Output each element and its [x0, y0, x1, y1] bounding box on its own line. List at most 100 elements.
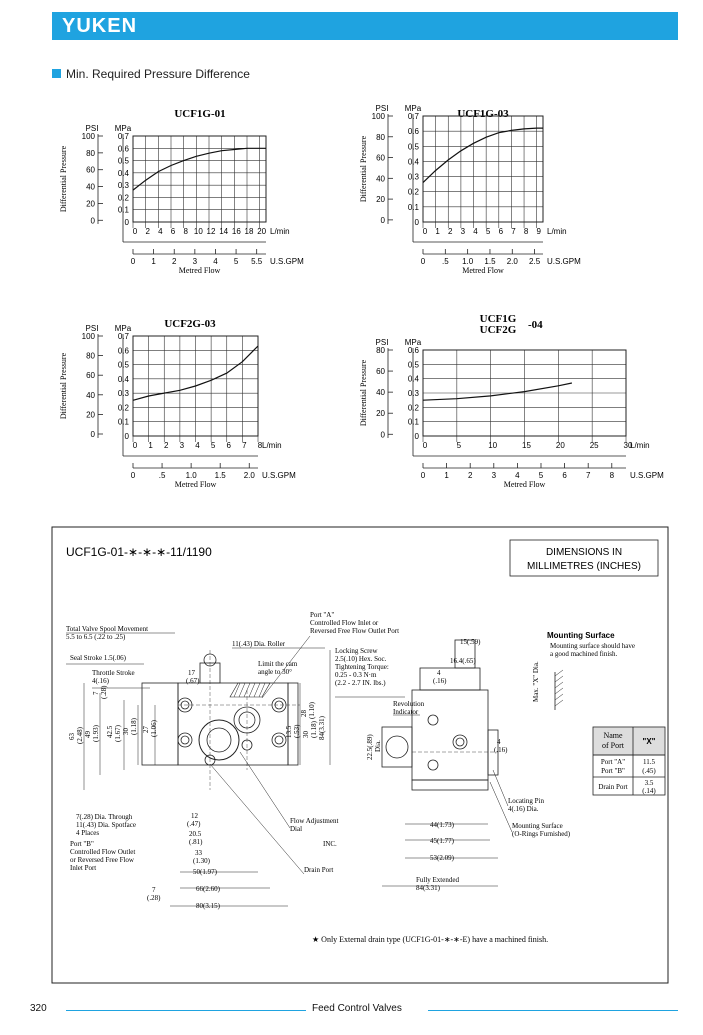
psi-tick-label: 80: [86, 149, 95, 158]
locking-screw-label: 0.25 - 0.3 N·m: [335, 671, 377, 679]
mpa-tick-label: 0.2: [118, 193, 130, 202]
mpa-tick-label: 0.6: [118, 346, 130, 355]
gpm-tick-label: 2.5: [529, 257, 541, 266]
throttle-stroke-label: Throttle Stroke: [92, 669, 135, 677]
lmin-tick-label: 6: [171, 227, 176, 236]
lmin-tick-label: 16: [232, 227, 241, 236]
lmin-tick-label: 15: [522, 441, 531, 450]
section-title: Min. Required Pressure Difference: [52, 67, 250, 81]
port-b-label: or Reversed Free Flow: [70, 856, 135, 864]
lmin-tick-label: 4: [473, 227, 478, 236]
table-header: Name: [603, 731, 623, 740]
mpa-tick-label: 0.4: [118, 375, 130, 384]
footer-rule-right: [428, 1010, 678, 1011]
mpa-unit: MPa: [405, 338, 422, 347]
dim-text: 66(2.60): [196, 885, 221, 893]
lmin-tick-label: 4: [158, 227, 163, 236]
dim-text-vertical: 30: [122, 728, 130, 736]
mpa-tick-label: 0.4: [408, 157, 420, 166]
dim-text-vertical: 13.5: [285, 725, 293, 738]
mpa-tick-label: 0: [125, 218, 130, 227]
units-line: MILLIMETRES (INCHES): [527, 561, 641, 572]
dim-text: (.81): [189, 838, 203, 846]
roller-label: 11(.43) Dia. Roller: [232, 640, 286, 648]
gpm-tick-label: 0: [421, 471, 426, 480]
dim-text-vertical: (1.18): [310, 720, 318, 738]
mpa-tick-label: 0.3: [408, 389, 420, 398]
x-axis-label: Metred Flow: [175, 480, 217, 489]
lmin-tick-label: 2: [448, 227, 453, 236]
series-line: [132, 147, 266, 191]
lmin-tick-label: 6: [227, 441, 232, 450]
locking-screw-label: (2.2 - 2.7 IN. lbs.): [335, 679, 386, 687]
mpa-tick-label: 0.3: [118, 389, 130, 398]
mpa-tick-label: 0.5: [118, 361, 130, 370]
mpa-tick-label: 0.2: [408, 188, 420, 197]
mpa-tick-label: 0.4: [408, 375, 420, 384]
mounting-hatch: [554, 669, 564, 677]
mpa-tick-label: 0.3: [118, 181, 130, 190]
dim-text: 15(.59): [460, 638, 481, 646]
gpm-tick-label: 1.0: [462, 257, 474, 266]
mpa-tick-label: 0.5: [408, 360, 420, 369]
dim-text: 45(1.77): [430, 837, 455, 845]
dim-text: (.47): [187, 820, 201, 828]
locking-screw-label: Tightening Torque:: [335, 663, 389, 671]
lmin-tick-label: 5: [211, 441, 216, 450]
leader-line: [492, 769, 509, 807]
lmin-tick-label: 7: [242, 441, 247, 450]
lmin-tick-label: 10: [488, 441, 497, 450]
dim-text: 7: [152, 886, 156, 894]
seal-stroke-label: Seal Stroke 1.5(.06): [70, 654, 127, 662]
mpa-tick-label: 0.6: [408, 127, 420, 136]
table-header: of Port: [602, 741, 625, 750]
table-cell: Drain Port: [598, 783, 627, 791]
gpm-tick-label: 5: [234, 257, 239, 266]
psi-tick-label: 100: [372, 112, 386, 121]
port-a-label: Reversed Free Flow Outlet Port: [310, 627, 399, 635]
gpm-tick-label: 3: [193, 257, 198, 266]
port-a-label: Port "A": [310, 611, 334, 619]
chart-title-line: UCF1G: [480, 313, 517, 325]
gpm-tick-label: 2: [468, 471, 473, 480]
lmin-tick-label: 3: [461, 227, 466, 236]
lmin-tick-label: 2: [164, 441, 169, 450]
chart-title: UCF1G-03: [457, 108, 509, 120]
dim-text-vertical: 28: [300, 710, 308, 718]
flow-adjustment-label: Dial: [290, 825, 302, 833]
mpa-tick-label: 0: [125, 432, 130, 441]
gpm-tick-label: 1.0: [186, 471, 198, 480]
dim-text-vertical: 84(3.31): [318, 715, 326, 740]
leader-line: [239, 751, 291, 829]
dim-text: 4: [437, 669, 441, 677]
lmin-tick-label: 30: [624, 441, 633, 450]
lmin-tick-label: 12: [207, 227, 216, 236]
psi-tick-label: 20: [376, 195, 385, 204]
dim-text: 12: [191, 812, 199, 820]
mpa-tick-label: 0.3: [408, 173, 420, 182]
port-b-label: Port "B": [70, 840, 94, 848]
drain-port-label: Drain Port: [304, 866, 333, 874]
spool-movement-label: 5.5 to 6.5 (.22 to .25): [66, 633, 126, 641]
gpm-tick-label: 0: [131, 471, 136, 480]
mounting-hatch: [554, 699, 564, 707]
side-hole: [427, 759, 439, 771]
series-line: [422, 127, 543, 184]
side-dial-circle: [385, 735, 409, 759]
mpa-tick-label: 0.2: [118, 403, 130, 412]
lmin-tick-label: 14: [219, 227, 228, 236]
side-base: [411, 779, 489, 791]
gpm-tick-label: 1.5: [215, 471, 227, 480]
side-right-plate: [487, 729, 499, 776]
page-footer: 320 Feed Control Valves: [0, 1003, 703, 1023]
mounting-surface-oring-label: Mounting Surface: [512, 822, 563, 830]
table-cell: (.14): [642, 787, 656, 795]
table-header-bg: [593, 727, 665, 755]
dim-text: (1.30): [193, 857, 211, 865]
dim-text-vertical: 49: [84, 731, 92, 739]
valve-body-right: [287, 682, 299, 766]
mpa-tick-label: 0.1: [118, 418, 130, 427]
gpm-tick-label: 1: [151, 257, 156, 266]
lmin-tick-label: 18: [245, 227, 254, 236]
